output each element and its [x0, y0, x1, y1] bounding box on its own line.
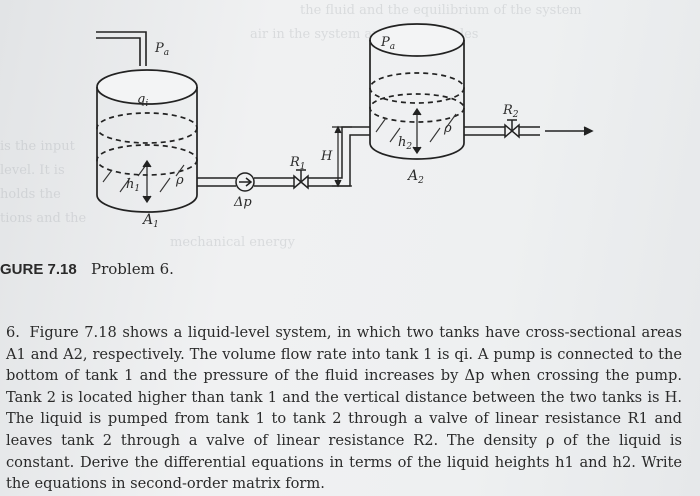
- tank-2-liquid-hatch: [375, 113, 457, 143]
- H-label: H: [320, 149, 333, 164]
- svg-text:level. It is: level. It is: [0, 163, 65, 178]
- h2-label: h2: [398, 135, 412, 152]
- A2-label: A2: [406, 168, 424, 186]
- pa-right-label: Pa: [380, 35, 395, 52]
- svg-text:holds the: holds the: [0, 187, 61, 202]
- valve-r1: [293, 169, 309, 190]
- liquid-level-figure: the fluid and the equilibrium of the sys…: [0, 3, 594, 250]
- problem-text: Figure 7.18 shows a liquid-level system,…: [6, 324, 682, 493]
- tank-1: [96, 69, 198, 213]
- h2-dimension: [412, 107, 422, 155]
- h1-dimension: [142, 159, 152, 204]
- R1-label: R1: [289, 155, 306, 172]
- figure-caption-label: GURE 7.18: [0, 261, 77, 278]
- figure-caption: GURE 7.18 Problem 6.: [0, 260, 174, 278]
- A1-label: A1: [141, 212, 159, 230]
- svg-text:the fluid and the equilibrium: the fluid and the equilibrium of the sys…: [300, 3, 582, 18]
- H-dimension: [332, 125, 352, 188]
- dp-label: Δp: [233, 195, 252, 210]
- tank-1-liquid-hatch: [102, 164, 185, 193]
- pump: [235, 172, 255, 192]
- outlet-pipe: [464, 126, 594, 136]
- svg-text:mechanical energy: mechanical energy: [170, 235, 296, 250]
- R2-label: R2: [502, 103, 519, 120]
- problem-statement: 6. Figure 7.18 shows a liquid-level syst…: [6, 322, 682, 495]
- h1-label: h1: [126, 177, 140, 194]
- svg-text:tions and the: tions and the: [0, 211, 87, 226]
- qi-label: qi: [137, 92, 148, 109]
- rho2-label: ρ: [443, 121, 452, 136]
- svg-text:is the input: is the input: [0, 139, 76, 154]
- rho1-label: ρ: [175, 173, 184, 188]
- valve-r2: [504, 119, 520, 139]
- tank-2: [369, 23, 465, 160]
- connecting-pipe: [197, 126, 370, 187]
- figure-caption-text: Problem 6.: [91, 260, 174, 278]
- problem-number: 6.: [6, 324, 20, 341]
- pa-left-label: Pa: [154, 41, 169, 58]
